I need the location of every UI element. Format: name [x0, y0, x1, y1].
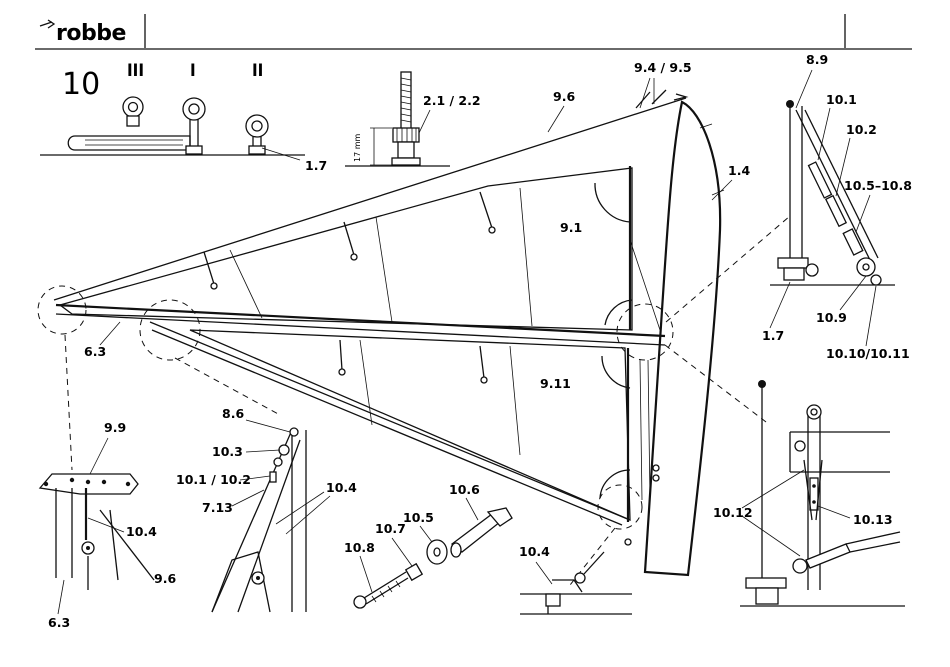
clamp-detail: 8.6 10.3 10.1 / 10.2 7.13 10.4: [176, 406, 357, 612]
callout-boom-bottom: 6.3: [48, 615, 70, 630]
nut-icon: [406, 564, 422, 580]
upper-sail: [60, 168, 632, 330]
screw-detail: 17 mm 2.1 / 2.2: [345, 72, 481, 166]
deck-fitting-detail: 10.4: [519, 544, 632, 614]
step-number: 10: [62, 67, 100, 102]
hinge-detail: 10.12 10.13: [713, 380, 905, 606]
eyebolt-i-icon: [183, 98, 205, 154]
callout-mast-ring: 8.6: [222, 406, 244, 421]
brand-name: robbe: [56, 21, 126, 46]
callout-clamp: 10.3: [212, 444, 243, 459]
callout-hinge-parts: 10.12: [713, 505, 753, 520]
mast-foot-detail: 8.9 10.1 10.2 10.5–10.8 1.7 10.9 10.10/1…: [762, 52, 912, 361]
callout-rig-top: 9.4 / 9.5: [634, 60, 692, 75]
callout-fork-part: 10.6: [449, 482, 480, 497]
upper-battens: [204, 192, 495, 289]
boom-end-bracket-detail: 9.9 10.4 6.3 9.6: [40, 420, 176, 630]
callout-deck-eye: 10.9: [816, 310, 847, 325]
callout-screw-part: 10.8: [344, 540, 375, 555]
detail-circle-deck: [598, 485, 642, 529]
callout-bracket: 9.9: [104, 420, 126, 435]
variant-label-ii: II: [252, 61, 263, 81]
callout-lower-sail: 9.11: [540, 376, 571, 391]
callout-line-ref: 10.4: [326, 480, 357, 495]
callout-bracket-line-2: 9.6: [154, 571, 176, 586]
callout-clamp-parts: 10.1 / 10.2: [176, 472, 251, 487]
page-header: robbe: [35, 14, 912, 49]
callout-upper-sail: 9.1: [560, 220, 582, 235]
callout-nut-part: 10.7: [375, 521, 406, 536]
callout-deck-line: 10.4: [519, 544, 550, 559]
callout-fitting-b: 10.2: [846, 122, 877, 137]
detail-circle-boom-end: [38, 286, 86, 334]
callout-deck-parts: 10.10/10.11: [826, 346, 910, 361]
boom: [56, 305, 665, 336]
callout-leech: 9.6: [553, 89, 575, 104]
callout-bracket-line: 10.4: [126, 524, 157, 539]
callout-mast-top: 8.9: [806, 52, 828, 67]
eyebolt-ii-icon: [246, 115, 268, 154]
robbe-logo-icon: [40, 20, 54, 28]
callout-fitting-a: 10.1: [826, 92, 857, 107]
callout-base-nut: 1.7: [762, 328, 784, 343]
callout-hull: 1.4: [728, 163, 750, 178]
callout-hinge-link: 10.13: [853, 512, 893, 527]
eyebolt-iii-icon: [68, 97, 190, 150]
variant-label-i: I: [190, 61, 196, 81]
lower-sail: [190, 330, 630, 520]
hull-outline: [645, 102, 720, 575]
callout-eyebolt-nut: 1.7: [305, 158, 327, 173]
callout-ring-ref: 7.13: [202, 500, 233, 515]
callout-screw: 2.1 / 2.2: [423, 93, 481, 108]
callout-washer-part: 10.5: [403, 510, 434, 525]
callout-turnbuckle: 10.5–10.8: [844, 178, 912, 193]
exploded-parts: 10.8 10.7 10.5 10.6: [344, 482, 512, 608]
variant-label-iii: III: [127, 61, 144, 81]
callout-boom: 6.3: [84, 344, 106, 359]
leader: [262, 148, 300, 160]
dimension-label: 17 mm: [353, 133, 362, 162]
